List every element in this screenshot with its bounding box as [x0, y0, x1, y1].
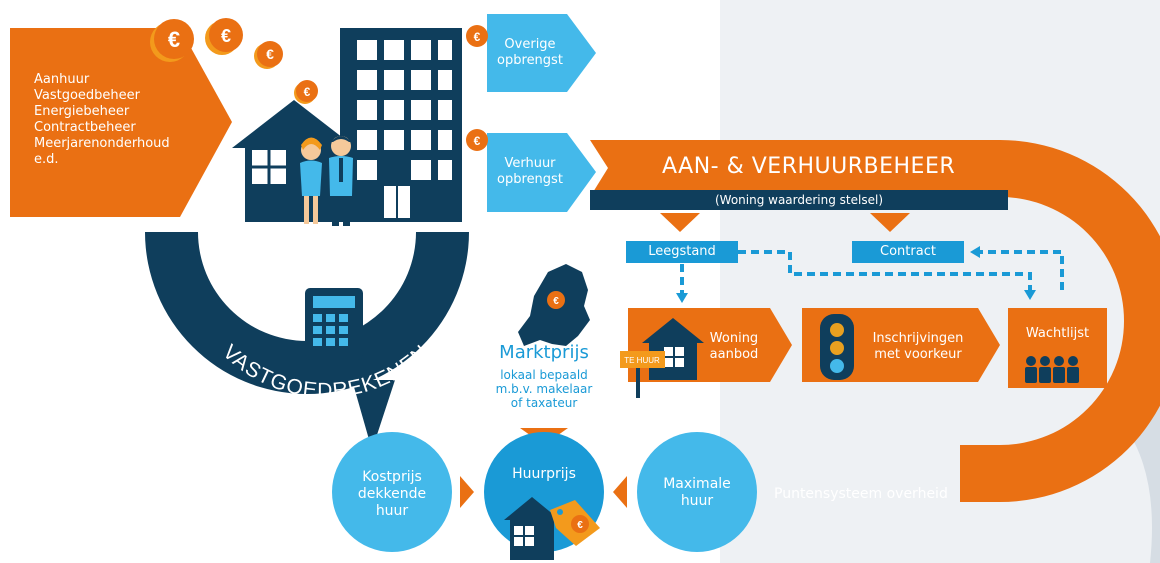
- coin-symbol: €: [577, 520, 583, 531]
- housing-offer-line: Woning: [709, 331, 759, 346]
- coin-symbol: €: [221, 26, 231, 46]
- vastgoedrekenen-arc: [145, 232, 469, 394]
- market-line: of taxateur: [510, 396, 578, 410]
- max-rent-circle: [637, 432, 757, 552]
- housing-offer-line: aanbod: [709, 347, 759, 362]
- costs-arrow: [10, 28, 232, 217]
- points-system-label: Puntensysteem overheid: [774, 486, 948, 502]
- cost-price-line: Kostprijs: [362, 469, 422, 485]
- coin-symbol: €: [474, 134, 481, 148]
- market-line: m.b.v. makelaar: [495, 382, 593, 396]
- market-text: lokaal bepaald m.b.v. makelaar of taxate…: [486, 368, 602, 410]
- euro-coin-icon: €: [205, 18, 243, 55]
- contract-label: Contract: [852, 241, 964, 263]
- down-arrow: [870, 213, 910, 232]
- management-subtitle: (Woning waardering stelsel): [714, 193, 884, 207]
- background-panel: [720, 0, 1160, 563]
- traffic-light-icon: [820, 314, 854, 380]
- euro-coin-icon: €: [150, 19, 194, 62]
- rental-revenue-line: opbrengst: [497, 172, 563, 187]
- other-revenue-label: Overige opbrengst: [487, 37, 573, 69]
- market-line: lokaal bepaald: [500, 368, 588, 382]
- people-icon: [300, 136, 353, 226]
- netherlands-map-icon: €: [518, 264, 590, 346]
- housing-offer-label: Woning aanbod: [700, 331, 768, 363]
- registrations-label: Inschrijvingen met voorkeur: [858, 331, 978, 363]
- arrowhead: [970, 246, 980, 258]
- euro-coin-icon: €: [294, 80, 318, 104]
- max-rent-line: Maximale: [663, 476, 731, 492]
- right-arrow: [460, 476, 474, 508]
- cost-price-line: dekkende: [357, 486, 427, 502]
- other-revenue-line: opbrengst: [497, 53, 563, 68]
- arrowhead: [1024, 290, 1036, 300]
- arrowhead: [676, 293, 688, 303]
- registrations-line: met voorkeur: [874, 347, 962, 362]
- max-rent-line: huur: [680, 493, 714, 509]
- waiting-people-icon: [1025, 356, 1079, 383]
- price-tag-icon: €: [550, 500, 600, 546]
- costs-line: Vastgoedbeheer: [34, 88, 141, 103]
- market-title: Marktprijs: [499, 342, 589, 363]
- coin-symbol: €: [304, 85, 311, 99]
- arc-pointer: [352, 380, 395, 450]
- euro-coin-icon: €: [466, 129, 488, 151]
- costs-line: e.d.: [34, 152, 59, 167]
- registrations-line: Inschrijvingen: [872, 331, 964, 346]
- dashed-connectors: [680, 250, 1064, 296]
- subtitle-bar: [590, 190, 1008, 210]
- cost-price-label: Kostprijs dekkende huur: [342, 469, 442, 520]
- left-arrow: [613, 476, 627, 508]
- house-icon: [232, 100, 356, 222]
- management-title: AAN- & VERHUURBEHEER: [662, 154, 956, 179]
- other-revenue-line: Overige: [504, 37, 556, 52]
- costs-line: Meerjarenonderhoud: [34, 136, 170, 151]
- rent-price-label: Huurprijs: [512, 466, 576, 482]
- coin-symbol: €: [168, 27, 180, 52]
- euro-coin-icon: €: [466, 25, 488, 47]
- waiting-list-label: Wachtlijst: [1025, 326, 1090, 341]
- cost-price-circle: [332, 432, 452, 552]
- vacancy-label: Leegstand: [626, 241, 738, 263]
- rental-revenue-line: Verhuur: [504, 156, 556, 171]
- calculator-icon: [305, 288, 363, 360]
- rental-revenue-label: Verhuur opbrengst: [487, 156, 573, 188]
- costs-line: Energiebeheer: [34, 104, 130, 119]
- euro-coin-icon: €: [254, 41, 283, 69]
- for-rent-sign-text: TE HUUR: [624, 356, 660, 365]
- coin-symbol: €: [553, 296, 559, 307]
- costs-line: Contractbeheer: [34, 120, 136, 135]
- other-revenue-arrow: [487, 14, 596, 92]
- costs-line: Aanhuur: [34, 72, 90, 87]
- coin-symbol: €: [266, 46, 274, 62]
- arc-notch: [590, 140, 608, 197]
- cost-price-line: huur: [375, 503, 409, 519]
- rental-revenue-arrow: [487, 133, 596, 212]
- down-arrow: [660, 213, 700, 232]
- costs-text: Aanhuur Vastgoedbeheer Energiebeheer Con…: [34, 72, 170, 168]
- orange-flow-arc: [590, 140, 1160, 502]
- max-rent-label: Maximale huur: [647, 476, 747, 510]
- coin-symbol: €: [474, 30, 481, 44]
- office-building-icon: [340, 28, 462, 222]
- for-rent-sign-icon: TE HUUR: [620, 351, 665, 398]
- house-icon: [504, 497, 560, 560]
